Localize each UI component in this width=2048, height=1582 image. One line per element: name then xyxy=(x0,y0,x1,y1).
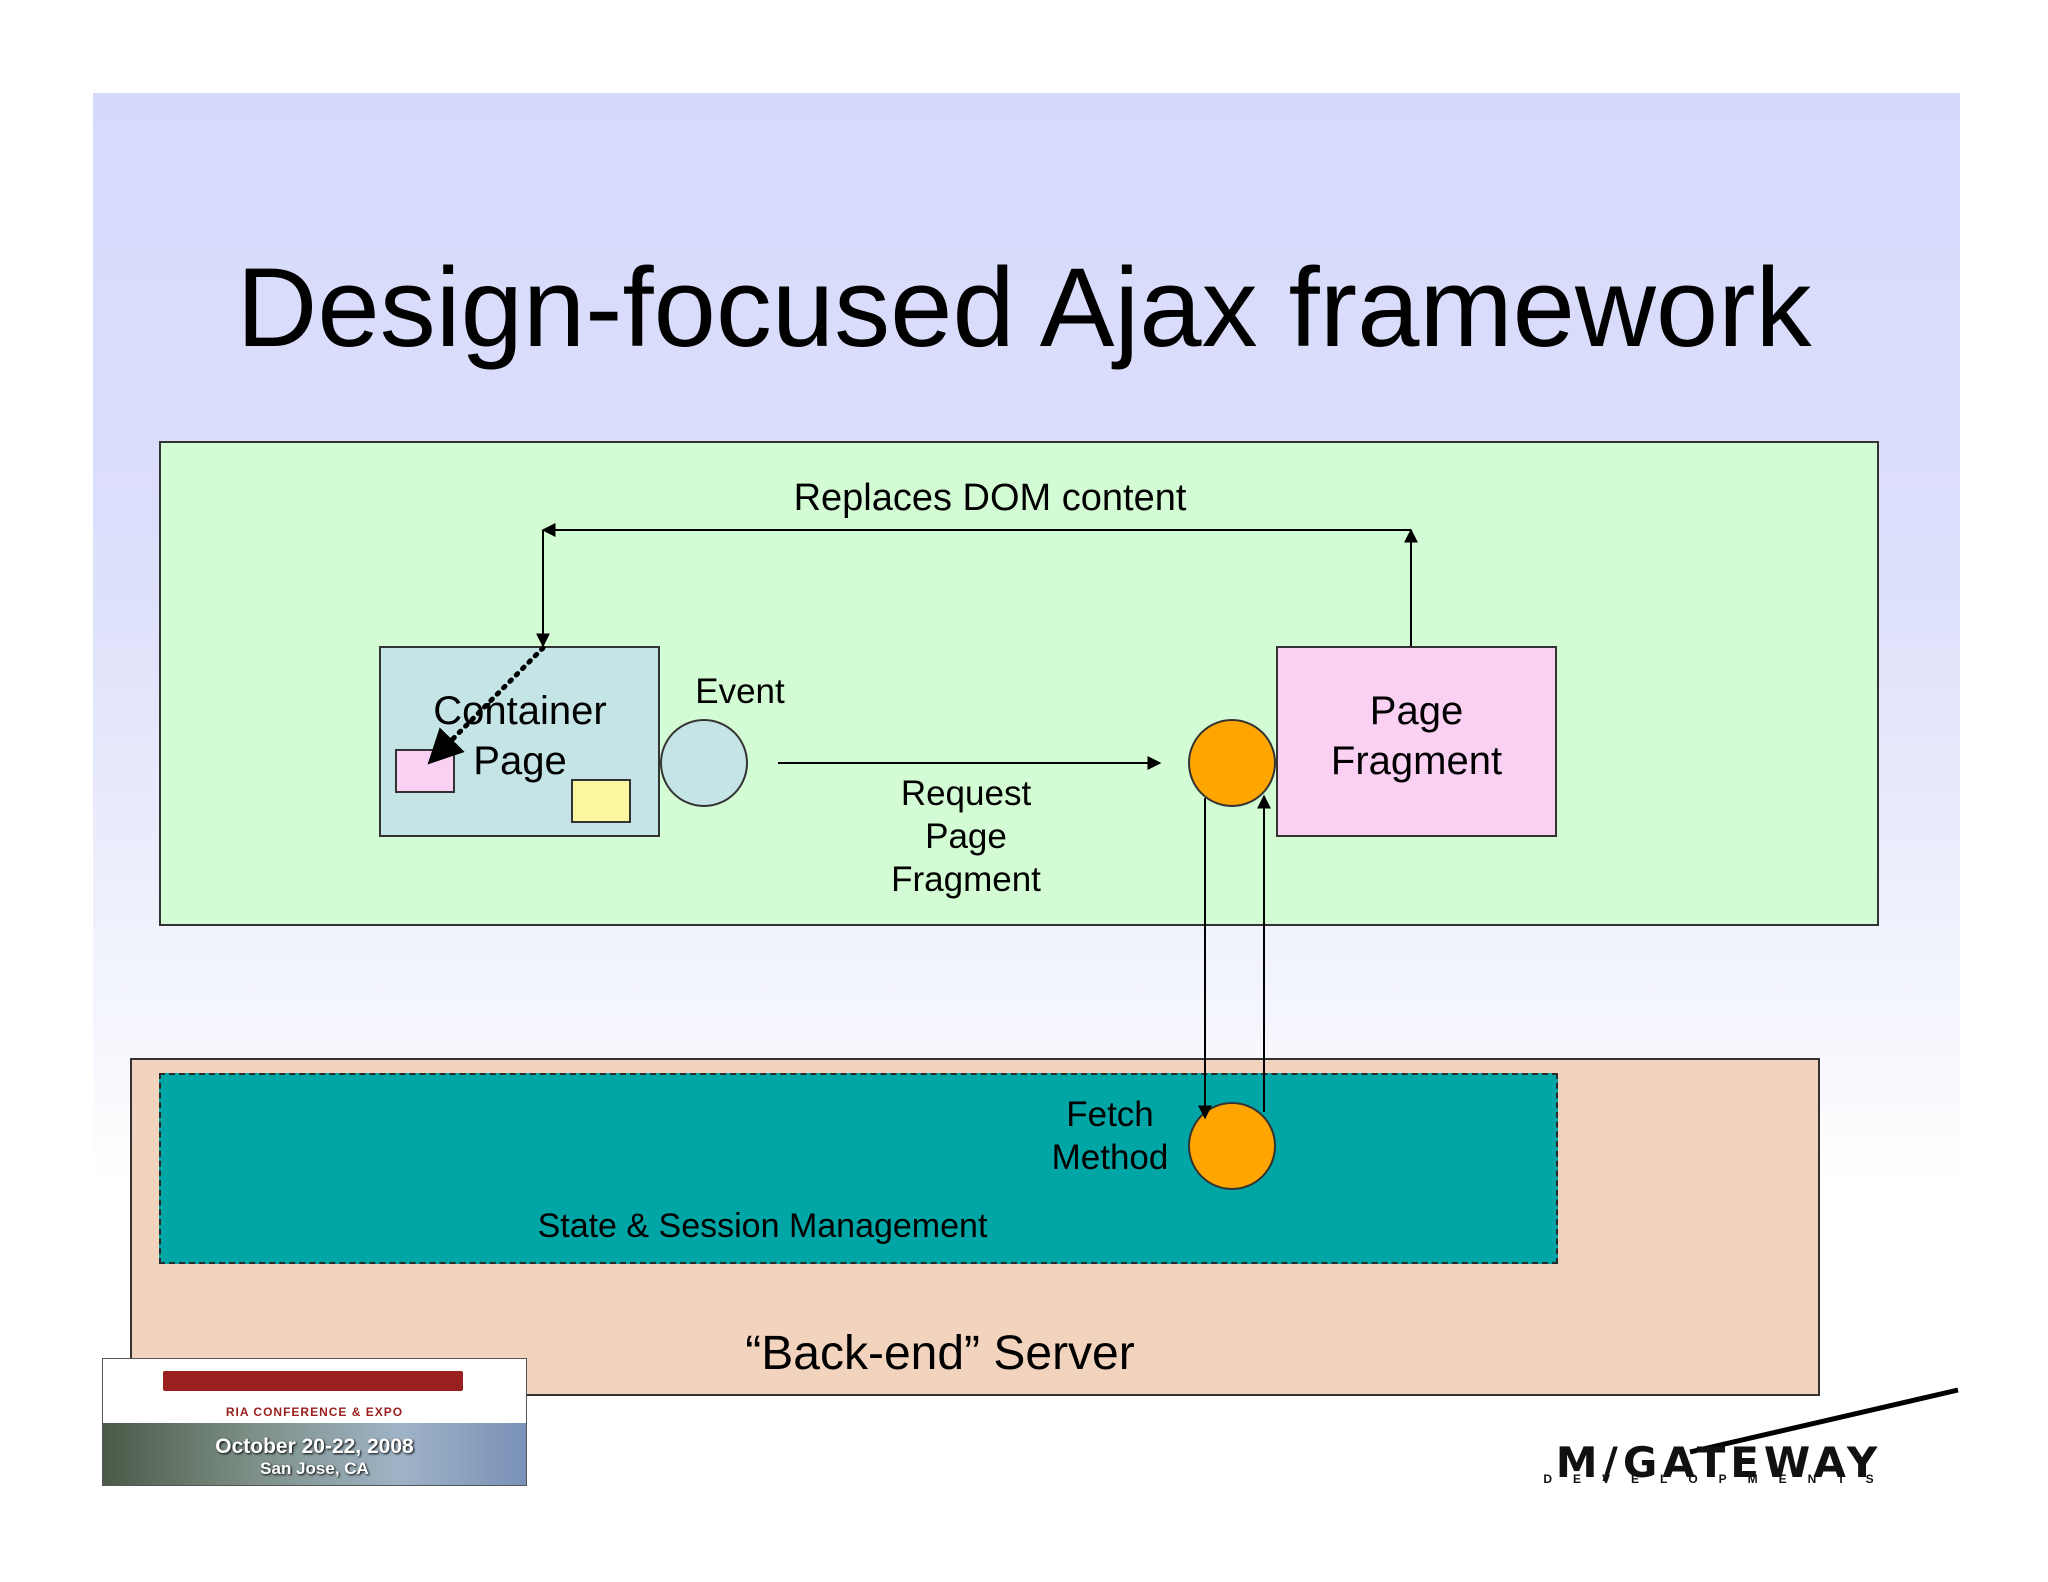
state-session-panel xyxy=(159,1073,1558,1264)
event-label: Event xyxy=(695,672,785,711)
container-slot-yellow xyxy=(571,779,631,823)
fetch-label-line1: Fetch xyxy=(1066,1095,1154,1134)
company-logo: M/GATEWAY DEVELOPMENTS xyxy=(1478,1338,1960,1488)
fetch-label-line2: Method xyxy=(1051,1138,1169,1177)
event-node xyxy=(660,719,748,807)
container-label-line2: Page xyxy=(473,739,567,783)
page-fragment-box xyxy=(1276,646,1557,837)
backend-server-label: “Back-end” Server xyxy=(745,1327,1135,1380)
conference-place: San Jose, CA xyxy=(260,1459,369,1478)
logo-swoosh-line xyxy=(1689,1387,1959,1455)
conference-dates: October 20-22, 2008 xyxy=(215,1435,414,1458)
replaces-dom-label: Replaces DOM content xyxy=(793,477,1187,519)
conference-wordmark xyxy=(163,1371,463,1391)
state-session-label: State & Session Management xyxy=(537,1207,988,1245)
request-handler-node xyxy=(1188,719,1276,807)
fragment-label-line2: Fragment xyxy=(1330,739,1503,783)
request-label-line3: Fragment xyxy=(891,860,1041,899)
company-tagline: DEVELOPMENTS xyxy=(1543,1472,1895,1486)
conference-subtitle: RIA CONFERENCE & EXPO xyxy=(225,1405,404,1419)
container-label-line1: Container xyxy=(433,689,607,733)
conference-photo-band xyxy=(103,1423,526,1485)
request-label-line1: Request xyxy=(900,774,1032,813)
dom-insert-dotted-arrow xyxy=(427,645,546,765)
slide-title: Design-focused Ajax framework xyxy=(236,245,1812,370)
request-label-line2: Page xyxy=(925,817,1007,856)
fragment-label-line1: Page xyxy=(1369,689,1464,733)
conference-logo: RIA CONFERENCE & EXPO October 20-22, 200… xyxy=(102,1358,527,1486)
company-name: M/GATEWAY xyxy=(1555,1438,1883,1487)
